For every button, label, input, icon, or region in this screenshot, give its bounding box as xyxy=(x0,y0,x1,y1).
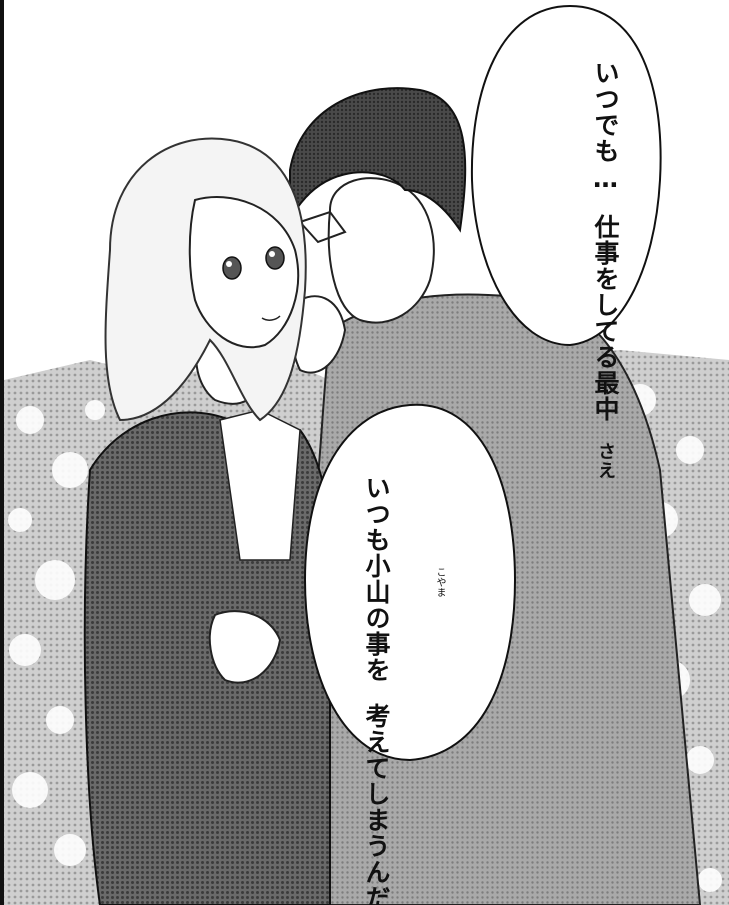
bubble-top-text: いつでも… 仕事をしてる最中 さえ xyxy=(588,60,622,480)
woman-figure xyxy=(83,137,335,905)
bubble-bottom-line-1: いつも小山の事を xyxy=(362,475,391,683)
bubble-top-line-1: いつでも… xyxy=(591,60,620,194)
speech-bubble-bottom xyxy=(303,403,517,762)
bubble-bottom-line-2: 考えてしまうんだ xyxy=(362,703,391,905)
bubble-bottom-text: いつも小山の事を 考えてしまうんだ xyxy=(358,475,394,905)
bubble-top-line-3: さえ xyxy=(595,442,616,480)
speech-bubble-top xyxy=(470,4,662,347)
panel-border xyxy=(0,0,4,905)
bubble-top-line-2: 仕事をしてる最中 xyxy=(591,214,620,422)
furigana-koyama: こやま xyxy=(434,567,445,597)
